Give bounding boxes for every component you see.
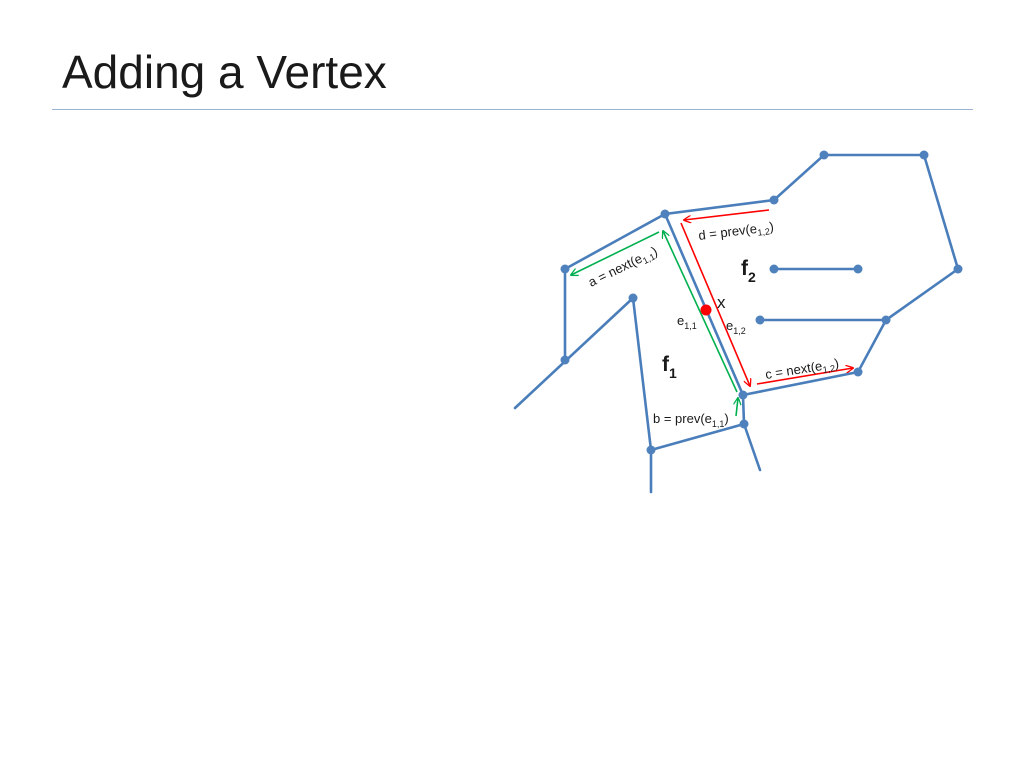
mesh-edge — [742, 422, 762, 472]
next-e11-arrow — [571, 231, 660, 275]
new-vertex-x-dot — [700, 304, 712, 316]
mesh-vertex — [919, 150, 929, 160]
mesh-vertices — [560, 150, 963, 455]
mesh-edge — [563, 153, 960, 452]
mesh-vertex — [560, 264, 570, 274]
mesh-vertex — [628, 293, 638, 303]
half-edge-e12-arrow — [680, 222, 750, 386]
mesh-edge — [513, 295, 653, 494]
mesh-vertex — [819, 150, 829, 160]
mesh-vertex — [646, 445, 656, 455]
mesh-vertex — [853, 367, 863, 377]
face-f2-label: f2 — [741, 257, 756, 285]
mesh-vertex — [953, 264, 963, 274]
mesh-edges — [513, 153, 960, 494]
face-f1-label: f1 — [662, 353, 677, 381]
mesh-vertex — [853, 264, 863, 274]
new-vertex-x-label: x — [717, 293, 726, 312]
mesh-vertex — [755, 315, 765, 325]
half-edge-e12-label: e1,2 — [726, 318, 746, 336]
pointer-b-label: b = prev(e1,1) — [653, 411, 729, 429]
half-edge-e11-label: e1,1 — [677, 313, 697, 331]
slide-title: Adding a Vertex — [62, 46, 387, 98]
mesh-edge — [663, 212, 745, 397]
half-edge-e11-arrow — [663, 231, 738, 393]
mesh-vertex — [769, 264, 779, 274]
next-e12-arrow — [756, 368, 853, 385]
pointer-c-label: c = next(e1,2) — [764, 356, 840, 384]
mesh-vertex — [769, 195, 779, 205]
mesh-vertex — [738, 390, 748, 400]
mesh-vertex — [739, 419, 749, 429]
prev-e12-arrow — [684, 209, 770, 220]
prev-e11-arrow — [736, 398, 738, 417]
mesh-vertex — [881, 315, 891, 325]
mesh-vertex — [660, 209, 670, 219]
title-divider — [52, 109, 973, 110]
mesh-vertex — [560, 355, 570, 365]
pointer-d-label: d = prev(e1,2) — [698, 219, 775, 245]
